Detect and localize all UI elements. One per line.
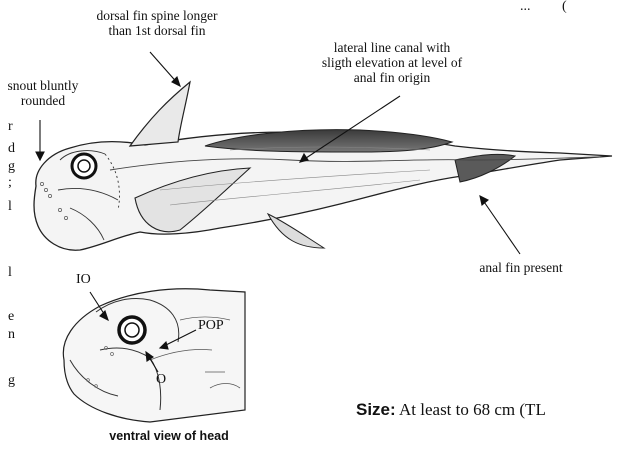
left-cut-letter: r: [8, 120, 13, 134]
size-text: Size: At least to 68 cm (TL: [356, 400, 546, 420]
left-cut-letter: n: [8, 328, 15, 342]
left-cut-letter: g: [8, 374, 15, 388]
left-cut-letter: e: [8, 310, 14, 324]
annotation-snout: snout bluntly rounded: [0, 78, 86, 108]
left-cut-letter: l: [8, 200, 12, 214]
label-io: IO: [76, 272, 91, 287]
pelvic-fin: [268, 214, 324, 248]
size-label: Size:: [356, 400, 396, 419]
size-value: At least to 68 cm (TL: [399, 400, 546, 419]
label-pop: POP: [198, 318, 224, 333]
annotation-dorsal-spine: dorsal fin spine longer than 1st dorsal …: [62, 8, 252, 38]
inset-caption: ventral view of head: [88, 429, 250, 444]
label-o: O: [156, 372, 166, 387]
top-right-fragment: ... (: [520, 0, 567, 14]
left-cut-letter: d: [8, 142, 15, 156]
left-cut-letter: ;: [8, 176, 12, 190]
left-cut-letter: g: [8, 160, 15, 174]
annotation-lateral-line: lateral line canal with sligth elevation…: [292, 40, 492, 85]
left-cut-letter: l: [8, 266, 12, 280]
first-dorsal-fin: [130, 82, 190, 146]
annotation-anal-fin: anal fin present: [456, 260, 586, 275]
ventral-head-inset: [63, 289, 245, 422]
